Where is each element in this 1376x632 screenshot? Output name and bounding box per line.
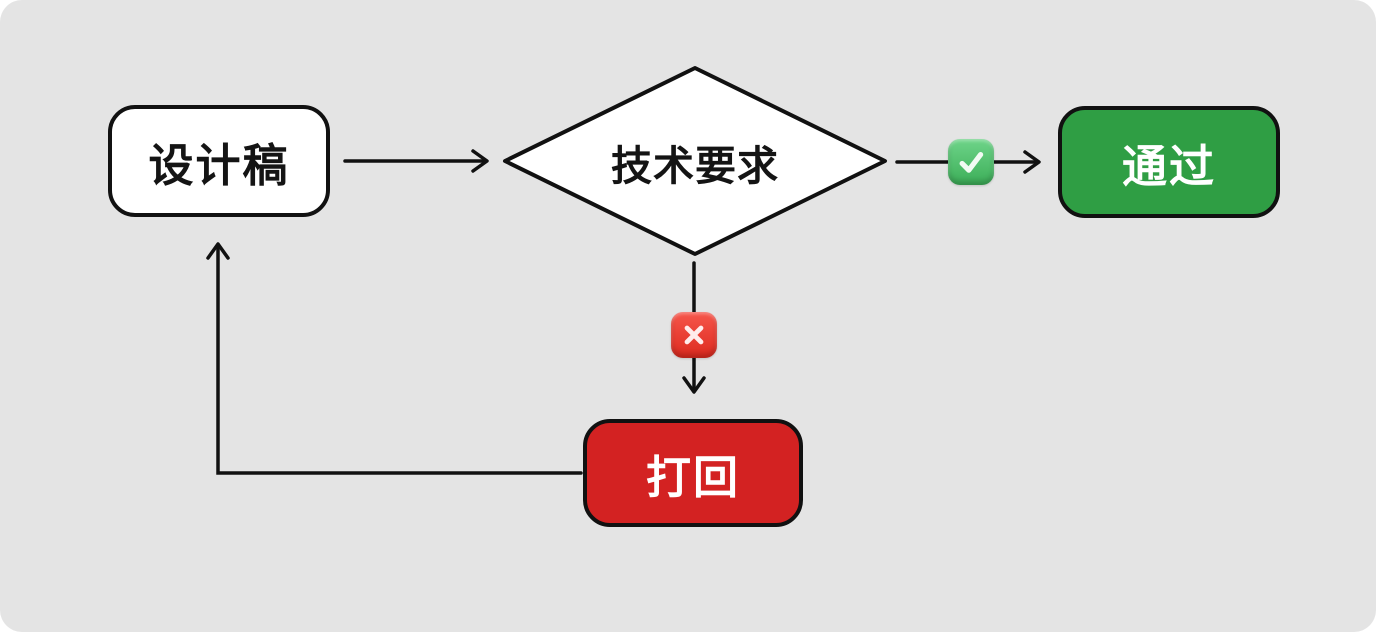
node-design-draft: 设计稿 <box>108 105 330 217</box>
cross-badge-icon <box>671 312 717 358</box>
check-badge-icon <box>948 139 994 185</box>
node-decision-label: 技术要求 <box>611 142 779 189</box>
cross-icon <box>684 325 704 345</box>
node-design-draft-label: 设计稿 <box>148 139 290 191</box>
check-icon <box>959 152 984 173</box>
node-reject: 打回 <box>583 419 803 527</box>
node-pass-label: 通过 <box>1121 140 1216 192</box>
node-reject-label: 打回 <box>645 451 740 503</box>
edge-reject-to-design <box>206 242 583 475</box>
node-pass: 通过 <box>1058 106 1280 218</box>
node-decision-shape <box>503 66 887 256</box>
